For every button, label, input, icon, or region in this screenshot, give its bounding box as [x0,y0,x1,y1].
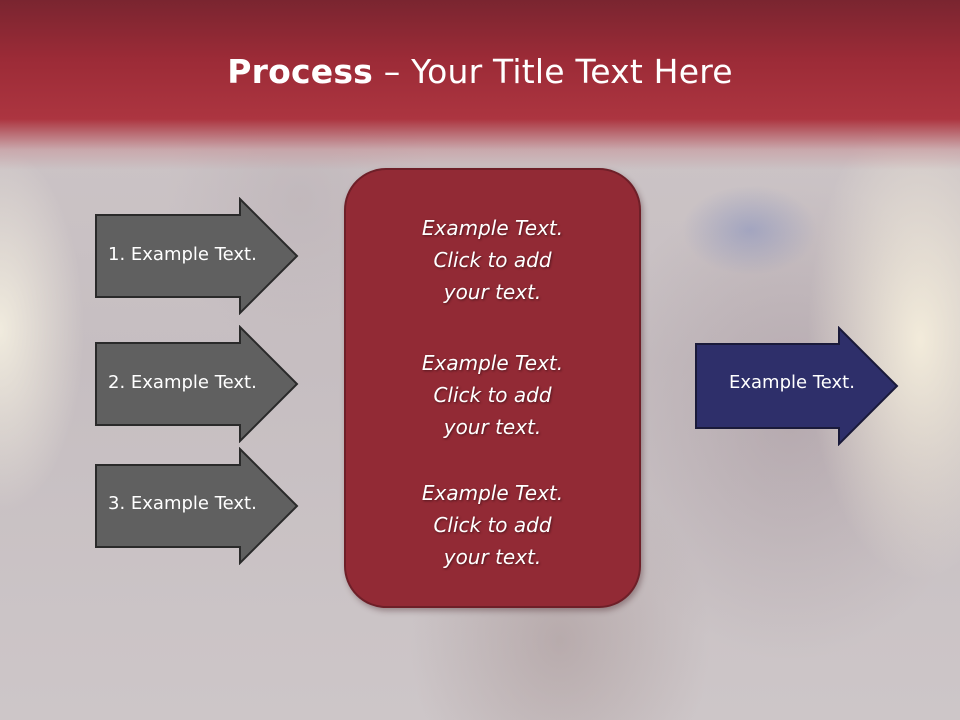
center-block-3-line-1: Example Text. [421,481,564,505]
center-text-block-2[interactable]: Example Text. Click to add your text. [344,347,641,443]
left-arrow-2-label: 2. Example Text. [108,372,257,393]
slide-title: Process – Your Title Text Here [0,52,960,91]
title-bold: Process [227,52,374,91]
title-rest: – Your Title Text Here [373,52,733,91]
center-block-2-line-2: Click to add [433,383,552,407]
center-block-3-line-2: Click to add [433,513,552,537]
title-banner [0,0,960,170]
left-arrow-1-label: 1. Example Text. [108,244,257,265]
center-block-2-line-1: Example Text. [421,351,564,375]
center-block-1-line-1: Example Text. [421,216,564,240]
right-arrow-label: Example Text. [729,372,855,393]
center-text-block-1[interactable]: Example Text. Click to add your text. [344,212,641,308]
center-block-2-line-3: your text. [443,415,542,439]
center-block-1-line-2: Click to add [433,248,552,272]
center-block-1-line-3: your text. [443,280,542,304]
center-content-box[interactable] [344,168,641,608]
left-arrow-1[interactable] [94,197,300,315]
left-arrow-3-label: 3. Example Text. [108,493,257,514]
left-arrow-3[interactable] [94,447,300,565]
left-arrow-2[interactable] [94,325,300,443]
right-arrow[interactable] [694,326,900,446]
center-block-3-line-3: your text. [443,545,542,569]
center-text-block-3[interactable]: Example Text. Click to add your text. [344,477,641,573]
